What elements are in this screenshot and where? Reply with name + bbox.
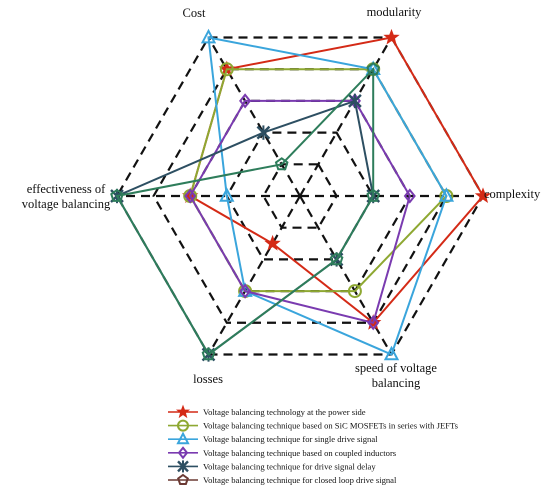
grid-ring-4 [152,68,448,324]
grid-spoke-modularity [299,36,393,197]
legend: Voltage balancing technology at the powe… [168,404,459,485]
legend-label-2: Voltage balancing technique based on SiC… [203,421,459,431]
legend-marker-6 [177,473,189,485]
series-6-point-cost [274,157,289,171]
series-1-line [189,36,485,325]
series-6 [110,61,381,361]
legend-marker-4 [177,446,189,460]
series-6-line [115,66,375,356]
axis-label-complexity: complexity [484,187,541,201]
series-5-point-modularity [348,93,362,109]
series-3-point-effectiveness [219,187,235,202]
legend-item-3: Voltage balancing technique for single d… [168,431,378,445]
series-6-point-speed [329,252,344,266]
legend-label-4: Voltage balancing technique based on cou… [203,448,397,458]
series-4-point-losses [239,283,252,299]
series-4-point-speed [367,315,380,331]
series-1-point-modularity [383,28,400,45]
grid-spoke-losses [207,195,301,356]
series-3-point-cost [200,28,217,44]
series-6-point-effectiveness [110,188,124,202]
axis-label-cost: Cost [183,6,206,20]
series-2-line [189,68,448,293]
legend-label-6: Voltage balancing technique for closed l… [203,475,397,485]
legend-marker-5 [177,460,189,473]
legend-item-5: Voltage balancing technique for drive si… [168,460,376,473]
axis-label-losses: losses [193,372,223,386]
series-5-point-cost [256,125,271,140]
series-2-point-speed [347,284,362,299]
grid-spoke-cost [207,36,301,197]
series-4-point-effectiveness [184,188,197,204]
legend-item-6: Voltage balancing technique for closed l… [168,473,397,485]
series-1-point-complexity [474,187,492,203]
series-4-point-cost [239,93,252,109]
legend-marker-1 [175,404,191,419]
series-1-point-losses [264,234,281,251]
series-2-point-cost [219,62,234,77]
series-6-point-complexity [366,188,381,202]
series-3-point-speed [383,345,400,361]
legend-marker-3 [176,431,190,445]
series-6-point-modularity [366,61,381,76]
legend-item-1: Voltage balancing technology at the powe… [168,404,366,419]
series-6-point-losses [201,347,216,361]
legend-item-2: Voltage balancing technique based on SiC… [168,419,459,432]
series-3-point-complexity [438,187,455,202]
legend-marker-2 [177,419,189,432]
radar-grid [115,36,485,356]
series-4-line [189,99,411,324]
series-4-point-complexity [403,188,416,204]
radar-series-group [110,28,492,362]
legend-label-5: Voltage balancing technique for drive si… [203,461,376,471]
legend-item-4: Voltage balancing technique based on cou… [168,446,397,460]
legend-label-1: Voltage balancing technology at the powe… [203,407,366,417]
axis-label-modularity: modularity [367,5,423,19]
legend-label-3: Voltage balancing technique for single d… [203,434,378,444]
